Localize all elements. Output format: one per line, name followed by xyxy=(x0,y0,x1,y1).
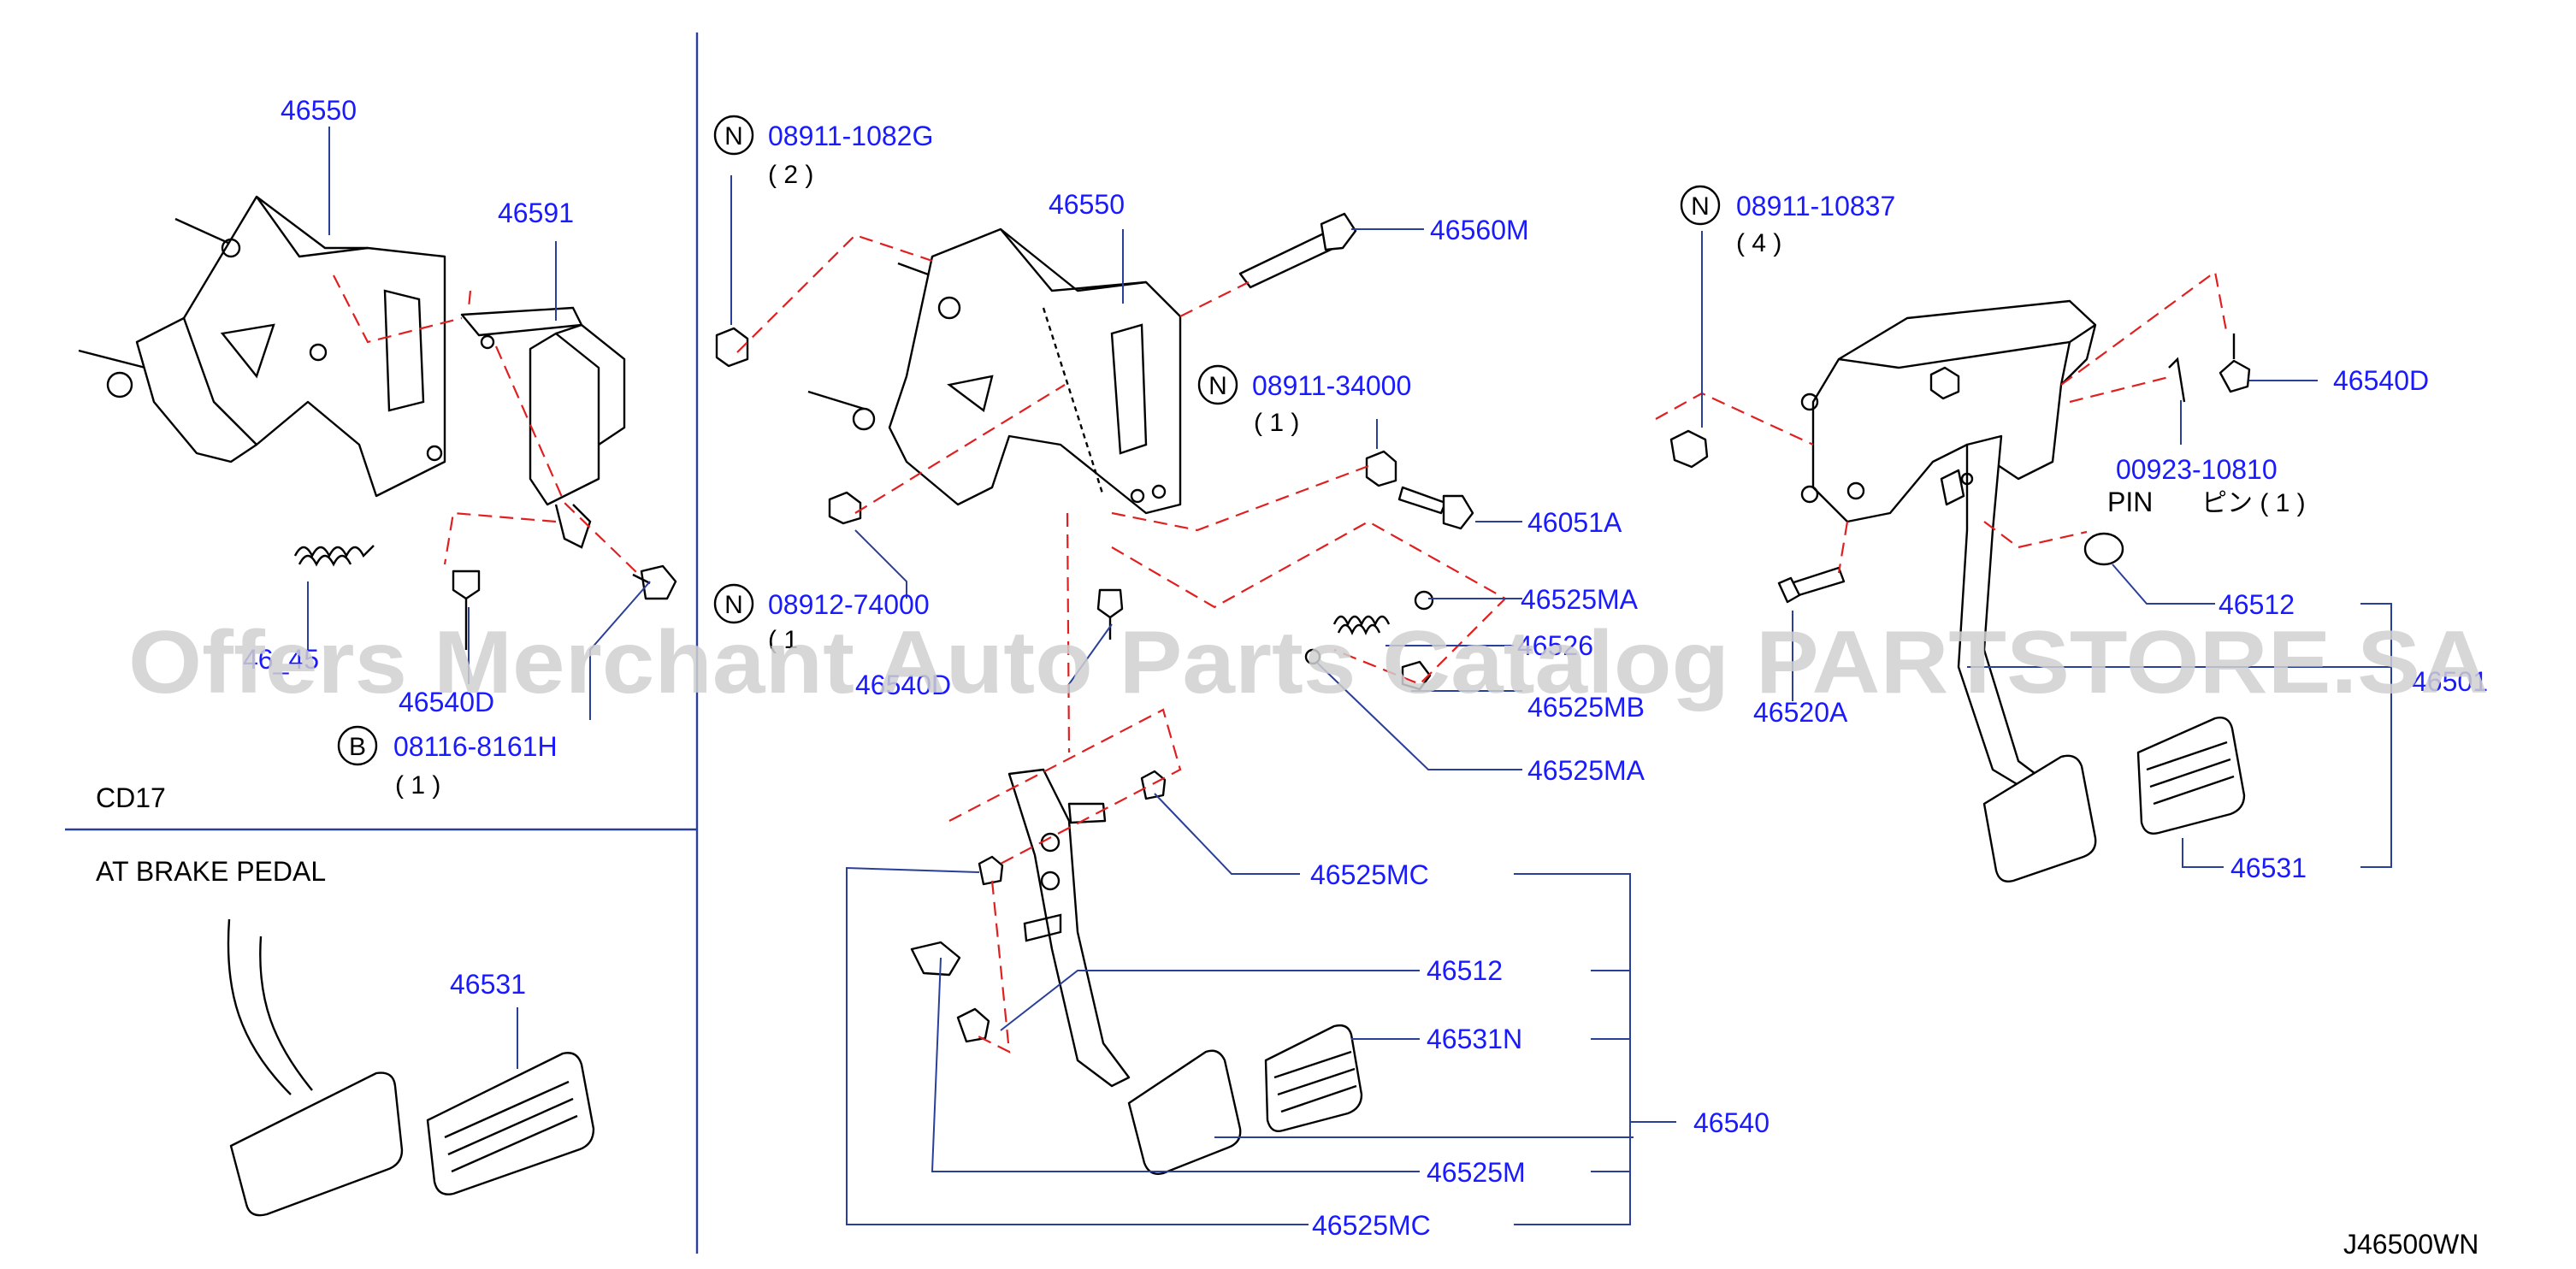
part-465xx-obscured[interactable]: 46_45 xyxy=(243,644,319,675)
part-46525MB[interactable]: 46525MB xyxy=(1527,692,1645,723)
part-46525MA-2[interactable]: 46525MA xyxy=(1527,755,1645,786)
part-46560M[interactable]: 46560M xyxy=(1430,215,1529,245)
svg-text:N: N xyxy=(1691,192,1710,221)
callout-n-08911-1082G: N xyxy=(713,115,754,156)
pin-jp-label: ピン ( 1 ) xyxy=(2201,489,2306,517)
part-08911-1082G[interactable]: 08911-1082G xyxy=(768,121,933,151)
part-46540D-right[interactable]: 46540D xyxy=(2333,365,2429,396)
part-46525M[interactable]: 46525M xyxy=(1427,1157,1526,1188)
part-46540D-mid[interactable]: 46540D xyxy=(855,670,951,700)
part-46051A[interactable]: 46051A xyxy=(1527,507,1622,538)
qty-08912-74000: ( 1 xyxy=(768,626,798,654)
callout-n-08912-74000: N xyxy=(713,583,754,624)
middle-bracket-drawing xyxy=(715,212,1474,1175)
svg-text:N: N xyxy=(724,591,743,619)
part-46501[interactable]: 46501 xyxy=(2412,666,2488,697)
part-00923-10810[interactable]: 00923-10810 xyxy=(2116,454,2278,485)
at-brake-pedal-drawing xyxy=(227,918,595,1217)
callout-b-08116: B xyxy=(337,725,378,766)
left-bracket-drawing xyxy=(78,195,677,650)
middle-leaders xyxy=(730,175,1676,1225)
part-46531N[interactable]: 46531N xyxy=(1427,1024,1522,1054)
part-08911-34000[interactable]: 08911-34000 xyxy=(1252,370,1411,401)
section-cd17: CD17 xyxy=(96,782,166,813)
part-46525MA-1[interactable]: 46525MA xyxy=(1521,584,1639,615)
part-08116-8161H[interactable]: 08116-8161H xyxy=(393,731,558,762)
svg-text:N: N xyxy=(1208,372,1227,400)
middle-dashlines xyxy=(736,233,1507,1054)
part-46526[interactable]: 46526 xyxy=(1517,630,1593,661)
part-46540D-left[interactable]: 46540D xyxy=(399,687,494,717)
pin-label: PIN xyxy=(2107,487,2153,517)
part-46525MC-2[interactable]: 46525MC xyxy=(1312,1210,1431,1241)
part-46550-mid[interactable]: 46550 xyxy=(1049,189,1125,220)
qty-08116: ( 1 ) xyxy=(395,771,440,800)
part-46531-left[interactable]: 46531 xyxy=(450,969,526,1000)
part-46520A[interactable]: 46520A xyxy=(1753,697,1848,728)
qty-08911-10837: ( 4 ) xyxy=(1736,229,1781,257)
part-46525MC-1[interactable]: 46525MC xyxy=(1310,859,1429,890)
right-leaders xyxy=(1701,231,2392,868)
left-bracket-dashlines xyxy=(333,274,638,574)
svg-text:B: B xyxy=(349,733,366,761)
left-bracket-leaders xyxy=(307,127,651,720)
part-46550-left[interactable]: 46550 xyxy=(281,95,357,126)
part-46531-right[interactable]: 46531 xyxy=(2230,853,2307,883)
watermark: Offers Merchant Auto Parts Catalog PARTS… xyxy=(128,613,2489,712)
qty-08911-34000: ( 1 ) xyxy=(1254,409,1299,437)
part-46512-mid[interactable]: 46512 xyxy=(1427,955,1503,986)
callout-n-08911-34000: N xyxy=(1197,364,1238,405)
svg-text:N: N xyxy=(724,122,743,151)
part-08911-10837[interactable]: 08911-10837 xyxy=(1736,191,1895,221)
part-46540[interactable]: 46540 xyxy=(1693,1107,1770,1138)
part-46591[interactable]: 46591 xyxy=(498,198,574,228)
section-at-brake-pedal: AT BRAKE PEDAL xyxy=(96,856,326,887)
qty-08911-1082G: ( 2 ) xyxy=(768,161,813,189)
diagram-id: J46500WN xyxy=(2343,1229,2479,1260)
part-46512-right[interactable]: 46512 xyxy=(2219,589,2295,620)
callout-n-08911-10837: N xyxy=(1680,185,1721,226)
right-pedal-drawing xyxy=(1669,299,2251,882)
part-08912-74000[interactable]: 08912-74000 xyxy=(768,589,930,620)
